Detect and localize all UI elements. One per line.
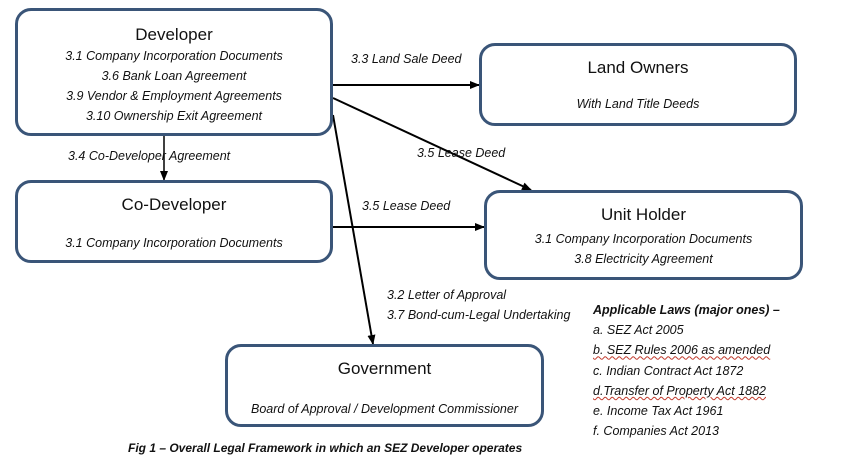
developer-title: Developer [135, 25, 213, 44]
edge-label-land-sale: 3.3 Land Sale Deed [351, 52, 462, 66]
co-developer-box: Co-Developer 3.1 Company Incorporation D… [15, 180, 333, 263]
edge-label-lease-codeveloper: 3.5 Lease Deed [362, 199, 451, 213]
figure-caption: Fig 1 – Overall Legal Framework in which… [128, 441, 523, 455]
developer-doc-4: 3.10 Ownership Exit Agreement [85, 109, 262, 123]
unit-holder-title: Unit Holder [600, 205, 687, 224]
land-owners-box: Land Owners With Land Title Deeds [479, 43, 797, 126]
law-item: c. Indian Contract Act 1872 [593, 363, 744, 378]
edge-label-bond-undertaking: 3.7 Bond-cum-Legal Undertaking [387, 308, 571, 322]
co-developer-title: Co-Developer [121, 195, 227, 214]
land-owners-title: Land Owners [587, 58, 689, 77]
applicable-laws: Applicable Laws (major ones) – a. SEZ Ac… [593, 300, 780, 441]
law-item: a. SEZ Act 2005 [593, 323, 684, 338]
developer-box: Developer 3.1 Company Incorporation Docu… [15, 8, 333, 136]
government-subtitle: Board of Approval / Development Commissi… [250, 402, 519, 416]
edge-label-co-developer: 3.4 Co-Developer Agreement [68, 149, 231, 163]
laws-heading: Applicable Laws (major ones) – [593, 303, 780, 317]
unit-holder-doc-2: 3.8 Electricity Agreement [574, 252, 713, 266]
unit-holder-box: Unit Holder 3.1 Company Incorporation Do… [484, 190, 803, 280]
edge-label-letter-of-approval: 3.2 Letter of Approval [387, 288, 507, 302]
arrow-developer-government [332, 114, 376, 345]
developer-doc-2: 3.6 Bank Loan Agreement [101, 69, 247, 83]
edge-label-lease-developer: 3.5 Lease Deed [417, 146, 506, 160]
law-item: d.Transfer of Property Act 1882 [593, 383, 766, 398]
developer-doc-1: 3.1 Company Incorporation Documents [65, 49, 283, 63]
law-item: e. Income Tax Act 1961 [593, 404, 724, 419]
arrow-developer-unitholder [332, 97, 532, 191]
co-developer-subtitle: 3.1 Company Incorporation Documents [65, 236, 283, 250]
law-item: b. SEZ Rules 2006 as amended [593, 343, 771, 358]
law-item: f. Companies Act 2013 [593, 424, 719, 439]
land-owners-subtitle: With Land Title Deeds [576, 97, 700, 111]
government-title: Government [337, 359, 432, 378]
unit-holder-doc-1: 3.1 Company Incorporation Documents [534, 232, 753, 246]
developer-doc-3: 3.9 Vendor & Employment Agreements [66, 89, 282, 103]
government-box: Government Board of Approval / Developme… [225, 344, 544, 427]
